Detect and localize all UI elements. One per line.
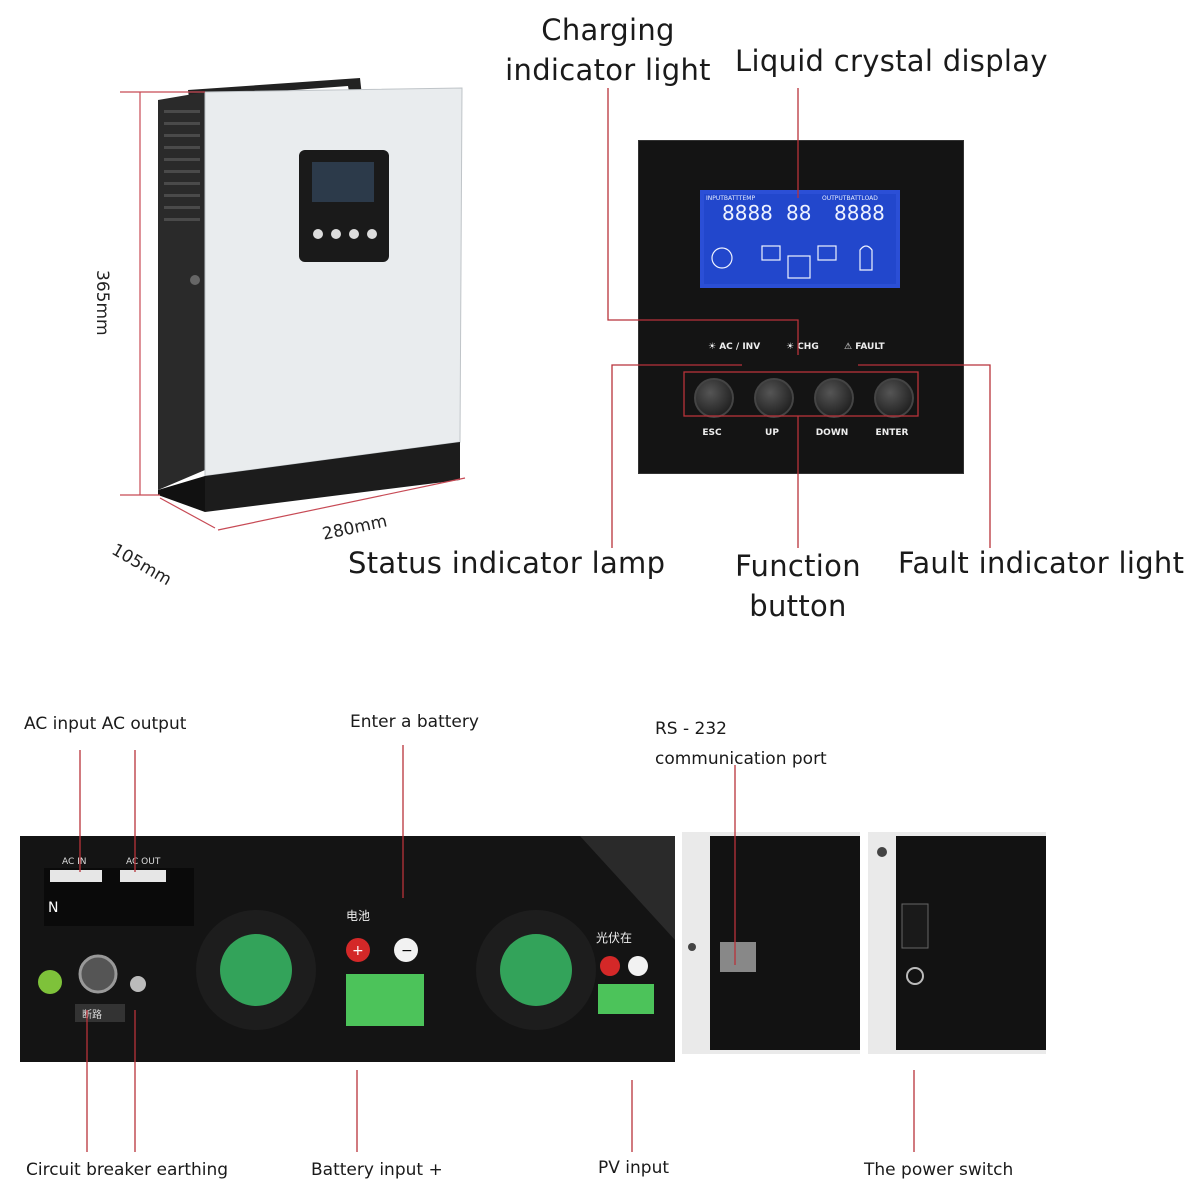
n-mark: N	[48, 900, 58, 916]
ac-out-label: AC OUT	[126, 857, 161, 867]
inverter-front-view	[120, 78, 466, 531]
svg-text:电池: 电池	[346, 909, 370, 923]
label-ac-input-output: AC input AC output	[24, 714, 187, 734]
bottom-strip	[205, 442, 460, 512]
enter-button[interactable]	[874, 378, 914, 418]
mini-lcd	[312, 162, 374, 202]
label-status-lamp: Status indicator lamp	[348, 546, 666, 580]
label-charging-indicator: Charging indicator light	[505, 13, 711, 87]
dimension-lines	[120, 91, 466, 531]
side-vent-panel	[158, 92, 205, 490]
rear-panel: AC IN AC OUT N 断路 电池 + − 光伏在	[20, 836, 675, 1062]
down-button[interactable]	[814, 378, 854, 418]
ac-in-label: AC IN	[62, 857, 87, 867]
lcd-screen: INPUTBATTTEMP OUTPUTBATTLOAD 8888 88 888…	[700, 190, 900, 288]
label-rs232: RS - 232 communication port	[655, 719, 827, 769]
lcd-icons	[711, 245, 873, 279]
lcd-digits-mid: 88	[786, 201, 811, 225]
up-button[interactable]	[754, 378, 794, 418]
lcd-input-label: INPUTBATTTEMP	[706, 195, 755, 202]
label-fault-light: Fault indicator light	[898, 546, 1185, 580]
esc-label: ESC	[702, 428, 722, 438]
top-leader-lines	[607, 88, 991, 548]
label-battery-input: Battery input +	[311, 1160, 443, 1180]
label-function-button: Function button	[735, 549, 861, 623]
label-lcd: Liquid crystal display	[735, 44, 1048, 78]
label-enter-battery: Enter a battery	[350, 712, 479, 732]
enter-label: ENTER	[875, 428, 909, 438]
lcd-digits-right: 8888	[834, 201, 885, 225]
fan-left	[196, 910, 316, 1030]
side-panel-power	[868, 832, 1046, 1054]
indicator-fault-label: ⚠ FAULT	[844, 342, 885, 352]
svg-text:+: +	[352, 943, 364, 959]
side-panel-rs232	[682, 832, 860, 1054]
lcd-digits-left: 8888	[722, 201, 773, 225]
indicator-ac-inv-label: ☀ AC / INV	[708, 342, 761, 352]
fan-right	[476, 910, 596, 1030]
esc-button[interactable]	[694, 378, 734, 418]
label-pv-input: PV input	[598, 1158, 670, 1178]
power-switch-button	[901, 903, 929, 949]
label-power-switch: The power switch	[864, 1160, 1014, 1180]
rs232-port	[720, 942, 756, 972]
indicator-chg-label: ☀ CHG	[786, 342, 819, 352]
svg-text:光伏在: 光伏在	[596, 931, 632, 945]
down-label: DOWN	[815, 428, 849, 438]
svg-text:−: −	[401, 943, 413, 959]
up-label: UP	[765, 428, 779, 438]
bottom-leader-lines	[79, 745, 915, 1152]
label-breaker-earthing: Circuit breaker earthing	[26, 1160, 229, 1180]
side-vents	[164, 110, 200, 221]
lcd-output-label: OUTPUTBATTLOAD	[822, 195, 878, 202]
mounting-bracket	[188, 78, 362, 106]
